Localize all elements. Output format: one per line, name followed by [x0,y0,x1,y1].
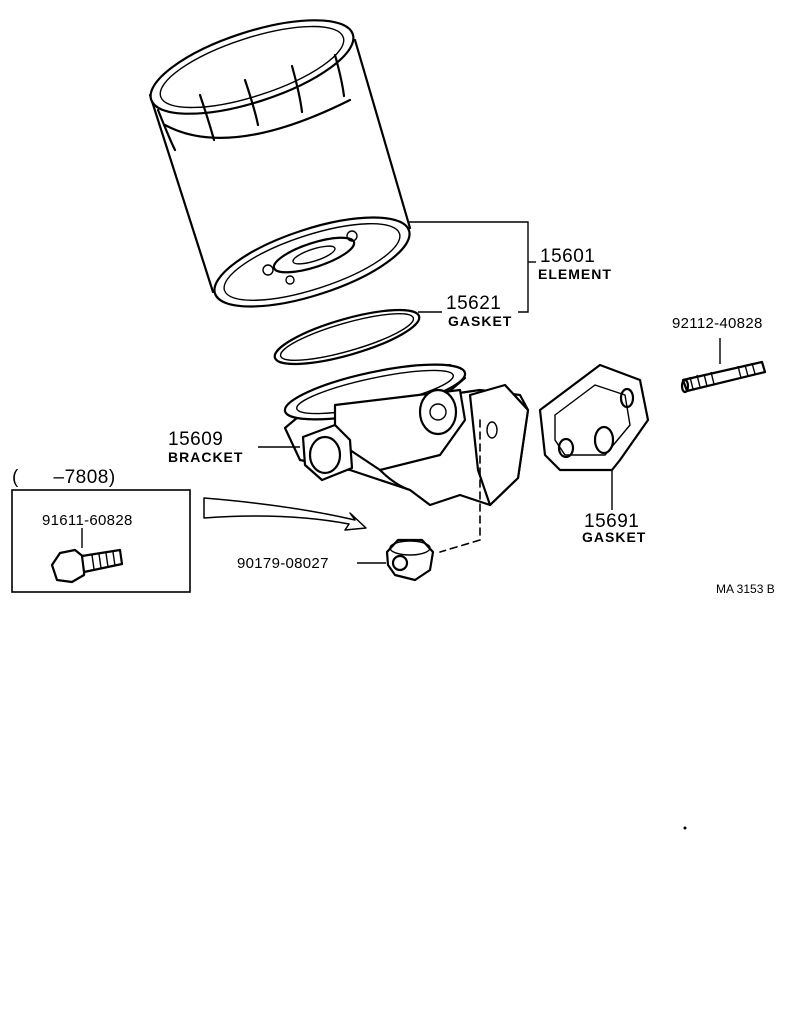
bolt-drawing [50,548,124,584]
stray-dot [683,826,687,830]
inset-date-range: ( –7808) [12,467,116,488]
element-part-name: ELEMENT [538,266,612,282]
leader-lines [81,221,721,564]
direction-arrow [203,497,367,531]
bracket-part-name: BRACKET [168,449,244,465]
element-part-number: 15601 [540,246,596,267]
plate-gasket-drawing [538,363,650,472]
inset-frame [11,489,191,593]
nut-part-number: 90179-08027 [237,555,329,572]
stud-drawing [680,360,767,394]
bracket-drawing [283,363,530,507]
inset-bolt-part-number: 91611-60828 [42,512,133,529]
plate-gasket-part-number: 15691 [584,511,640,532]
oil-filter-element-drawing [148,19,412,308]
stud-part-number: 92112-40828 [672,315,763,332]
diagram-reference-code: MA 3153 B [716,582,775,596]
ring-gasket-part-number: 15621 [446,293,502,314]
ring-gasket-part-name: GASKET [448,313,513,329]
plate-gasket-part-name: GASKET [582,529,647,545]
nut-drawing [385,538,435,582]
ring-gasket-drawing [273,308,421,366]
bracket-part-number: 15609 [168,429,224,450]
